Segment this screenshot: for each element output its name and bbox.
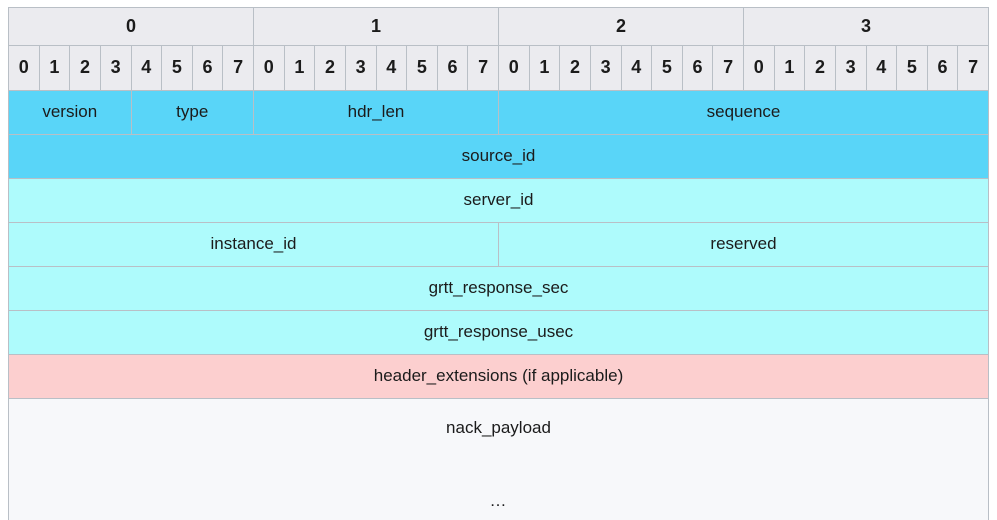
bit-index-cell: 7: [712, 45, 744, 91]
bit-index-cell: 0: [253, 45, 285, 91]
bit-index-cell: 1: [38, 45, 71, 91]
row-server-id: server_id: [8, 178, 989, 223]
field-cell-reserved: reserved: [498, 222, 989, 267]
bit-index-cell: 5: [896, 45, 928, 91]
bit-index-cell: 6: [191, 45, 224, 91]
byte-index-cell: 2: [498, 7, 744, 46]
bit-index-cell: 2: [69, 45, 101, 91]
byte-index-cell: 0: [8, 7, 254, 46]
row-header-extensions: header_extensions (if applicable): [8, 354, 989, 399]
row-grtt-response-sec: grtt_response_sec: [8, 266, 989, 311]
byte-index-cell: 3: [743, 7, 989, 46]
bit-index-cell: 6: [926, 45, 959, 91]
bit-index-cell: 3: [99, 45, 132, 91]
bit-index-cell: 5: [651, 45, 683, 91]
field-cell-server-id: server_id: [8, 178, 989, 223]
byte-index-cell: 1: [253, 7, 499, 46]
bit-index-cell: 2: [314, 45, 346, 91]
field-cell-grtt-response-usec: grtt_response_usec: [8, 310, 989, 355]
bit-index-cell: 1: [283, 45, 316, 91]
bit-index-cell: 2: [804, 45, 836, 91]
field-cell-header-extensions: header_extensions (if applicable): [8, 354, 989, 399]
field-cell-source-id: source_id: [8, 134, 989, 179]
field-cell-version: version: [8, 90, 132, 135]
bit-index-cell: 7: [957, 45, 989, 91]
bit-index-cell: 7: [467, 45, 499, 91]
field-cell-instance-id: instance_id: [8, 222, 499, 267]
bit-index-cell: 3: [834, 45, 867, 91]
field-cell-nack-payload: nack_payload …: [8, 398, 989, 520]
bit-index-cell: 5: [406, 45, 438, 91]
bit-index-cell: 5: [161, 45, 193, 91]
field-cell-type: type: [130, 90, 254, 135]
bit-index-cell: 0: [8, 45, 40, 91]
field-cell-grtt-response-sec: grtt_response_sec: [8, 266, 989, 311]
payload-inner: nack_payload …: [10, 400, 988, 520]
bit-index-cell: 3: [589, 45, 622, 91]
bit-index-cell: 3: [344, 45, 377, 91]
field-cell-hdr-len: hdr_len: [253, 90, 499, 135]
row-source-id: source_id: [8, 134, 989, 179]
row-nack-payload: nack_payload …: [8, 398, 989, 520]
bit-index-cell: 4: [865, 45, 898, 91]
payload-label: nack_payload: [446, 418, 551, 437]
bit-index-cell: 4: [375, 45, 408, 91]
bit-index-cell: 1: [528, 45, 561, 91]
bit-index-cell: 4: [620, 45, 653, 91]
field-cell-sequence: sequence: [498, 90, 989, 135]
row-grtt-response-usec: grtt_response_usec: [8, 310, 989, 355]
bit-index-cell: 6: [436, 45, 469, 91]
bit-index-cell: 1: [773, 45, 806, 91]
bit-index-cell: 0: [743, 45, 775, 91]
payload-continuation-ellipsis: …: [489, 491, 508, 510]
bit-index-cell: 6: [681, 45, 714, 91]
bit-index-cell: 0: [498, 45, 530, 91]
bit-index-cell: 4: [130, 45, 163, 91]
bit-index-cell: 7: [222, 45, 254, 91]
bit-index-cell: 2: [559, 45, 591, 91]
